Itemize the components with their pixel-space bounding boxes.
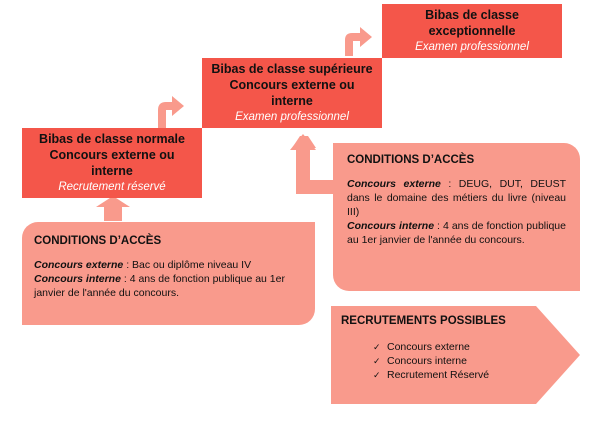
list-item-label: Recrutement Réservé <box>387 369 490 381</box>
grade-title-line: Bibas de classe normale <box>39 132 185 146</box>
condition-externe: Concours externe : Bac ou diplôme niveau… <box>34 258 303 272</box>
grade-title-line: exceptionnelle <box>428 24 516 38</box>
recrutements-panel: RECRUTEMENTS POSSIBLES ✓ Concours externe… <box>331 306 541 404</box>
condition-text: : DEUG, DUT, DEUST dans le domaine des m… <box>347 178 566 218</box>
grade-title-line: Bibas de classe <box>425 8 519 22</box>
list-item-label: Concours interne <box>387 355 467 367</box>
condition-text: : Bac ou diplôme niveau IV <box>123 259 252 271</box>
panel-title: RECRUTEMENTS POSSIBLES <box>341 315 506 327</box>
list-item: ✓ Concours interne <box>373 355 531 368</box>
condition-label: Concours externe <box>347 178 441 190</box>
recrutements-list: ✓ Concours externe ✓ Concours interne ✓ Rec… <box>341 341 531 382</box>
grade-subtitle: Examen professionnel <box>235 111 349 123</box>
grade-title-line: Concours externe ou <box>229 78 355 92</box>
grade-normale: Bibas de classe normale Concours externe… <box>22 128 202 198</box>
elbow-arrow-head <box>290 134 316 150</box>
recrutements-pentagon <box>331 306 580 404</box>
curved-arrow-middle-to-top <box>345 27 372 56</box>
grade-subtitle: Examen professionnel <box>415 41 529 53</box>
grade-title-line: interne <box>91 164 133 178</box>
condition-interne: Concours interne : 4 ans de fonction pub… <box>347 219 566 247</box>
condition-text: : 4 ans de fonction publique au 1er janv… <box>34 273 285 299</box>
elbow-arrow-body <box>296 149 333 194</box>
check-icon: ✓ <box>373 370 381 380</box>
condition-label: Concours interne <box>34 273 121 285</box>
condition-label: Concours externe <box>34 259 124 271</box>
conditions-panel-right: CONDITIONS D’ACCÈS Concours externe : DE… <box>333 143 580 291</box>
grade-title-line: interne <box>271 94 313 108</box>
condition-label: Concours interne <box>347 220 435 232</box>
conditions-panel-left: CONDITIONS D’ACCÈS Concours externe : Ba… <box>22 222 315 325</box>
condition-text: : 4 ans de fonction publique au 1er janv… <box>347 220 566 246</box>
list-item-label: Concours externe <box>387 341 470 353</box>
condition-externe: Concours externe : DEUG, DUT, DEUST dans… <box>347 177 566 219</box>
grade-exceptionnelle: Bibas de classe exceptionnelle Examen pr… <box>382 4 562 58</box>
list-item: ✓ Recrutement Réservé <box>373 369 531 382</box>
check-icon: ✓ <box>373 356 381 366</box>
panel-title: CONDITIONS D’ACCÈS <box>347 154 475 166</box>
list-item: ✓ Concours externe <box>373 341 531 354</box>
check-icon: ✓ <box>373 342 381 352</box>
up-arrow-bottom <box>96 196 130 221</box>
panel-title: CONDITIONS D’ACCÈS <box>34 235 162 247</box>
grade-superieure: Bibas de classe supérieure Concours exte… <box>202 58 382 128</box>
condition-interne: Concours interne : 4 ans de fonction pub… <box>34 272 303 300</box>
grade-title-line: Bibas de classe supérieure <box>211 62 373 76</box>
grade-title-line: Concours externe ou <box>49 148 175 162</box>
curved-arrow-bottom-to-middle <box>158 96 184 128</box>
grade-subtitle: Recrutement réservé <box>58 181 166 193</box>
